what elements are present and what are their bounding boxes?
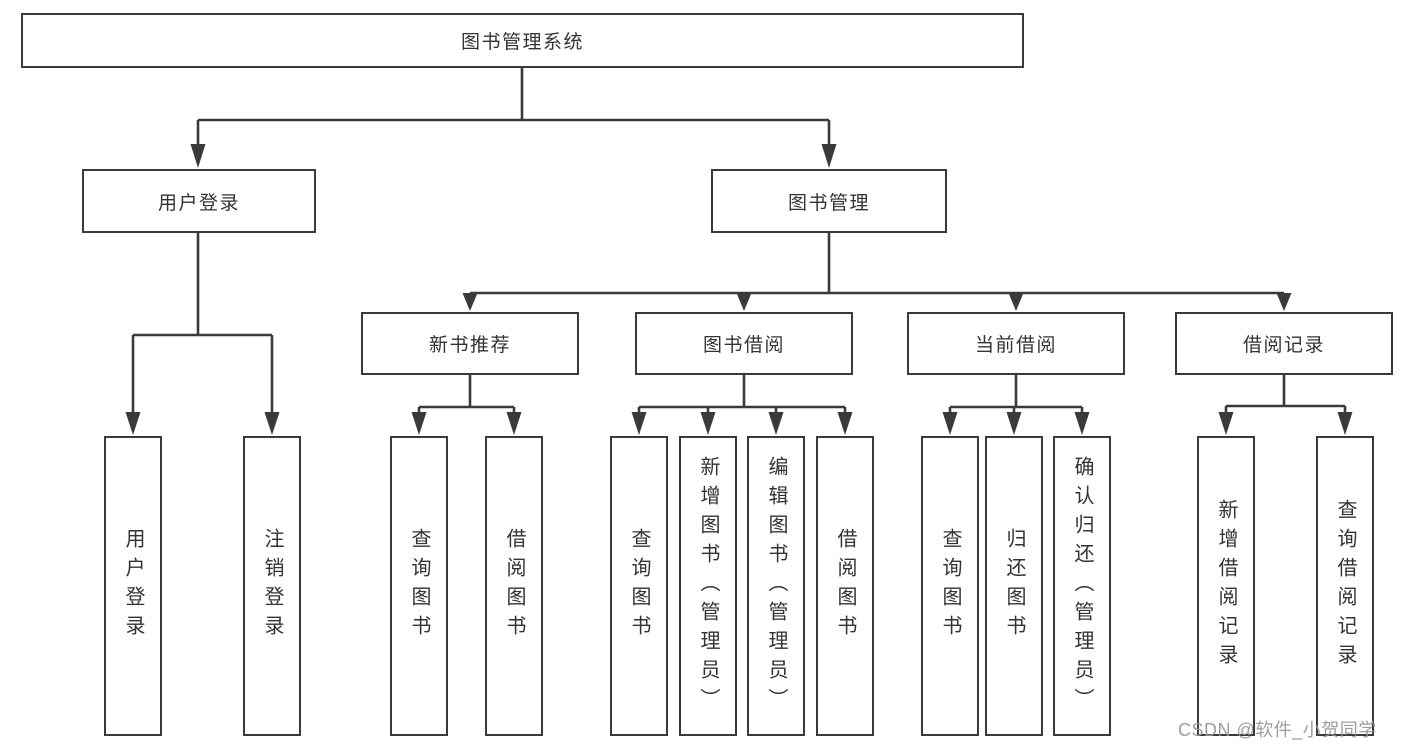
- node-library-management-system: 图书管理系统: [21, 13, 1024, 68]
- connector-current-borrow-children: [942, 375, 1090, 435]
- leaf-add-book-admin: 新增图书（管理员）: [679, 436, 737, 736]
- connector-new-book-children: [411, 375, 522, 435]
- leaf-add-borrowing-record: 新增借阅记录: [1197, 436, 1255, 736]
- connector-user-login-children: [125, 233, 280, 435]
- leaf-query-books-current: 查询图书: [921, 436, 979, 736]
- node-book-management: 图书管理: [711, 169, 947, 233]
- node-current-borrowing: 当前借阅: [907, 312, 1125, 375]
- node-user-login: 用户登录: [82, 169, 316, 233]
- leaf-logout: 注销登录: [243, 436, 301, 736]
- leaf-query-books-borrowing: 查询图书: [610, 436, 668, 736]
- connector-root-to-level2: [190, 68, 837, 168]
- leaf-confirm-return-admin: 确认归还（管理员）: [1053, 436, 1111, 736]
- leaf-borrow-books: 借阅图书: [816, 436, 874, 736]
- connector-book-management-children: [462, 233, 1292, 311]
- leaf-query-books-recommend: 查询图书: [390, 436, 448, 736]
- leaf-query-borrowing-record: 查询借阅记录: [1316, 436, 1374, 736]
- leaf-borrow-books-recommend: 借阅图书: [485, 436, 543, 736]
- leaf-user-login: 用户登录: [104, 436, 162, 736]
- connector-borrow-records-children: [1218, 375, 1353, 435]
- leaf-edit-book-admin: 编辑图书（管理员）: [747, 436, 805, 736]
- node-new-book-recommendation: 新书推荐: [361, 312, 579, 375]
- node-book-borrowing: 图书借阅: [635, 312, 853, 375]
- leaf-return-book: 归还图书: [985, 436, 1043, 736]
- csdn-watermark: CSDN @软件_小贺同学: [1178, 720, 1377, 740]
- connector-book-borrow-children: [631, 375, 853, 435]
- node-borrowing-records: 借阅记录: [1175, 312, 1393, 375]
